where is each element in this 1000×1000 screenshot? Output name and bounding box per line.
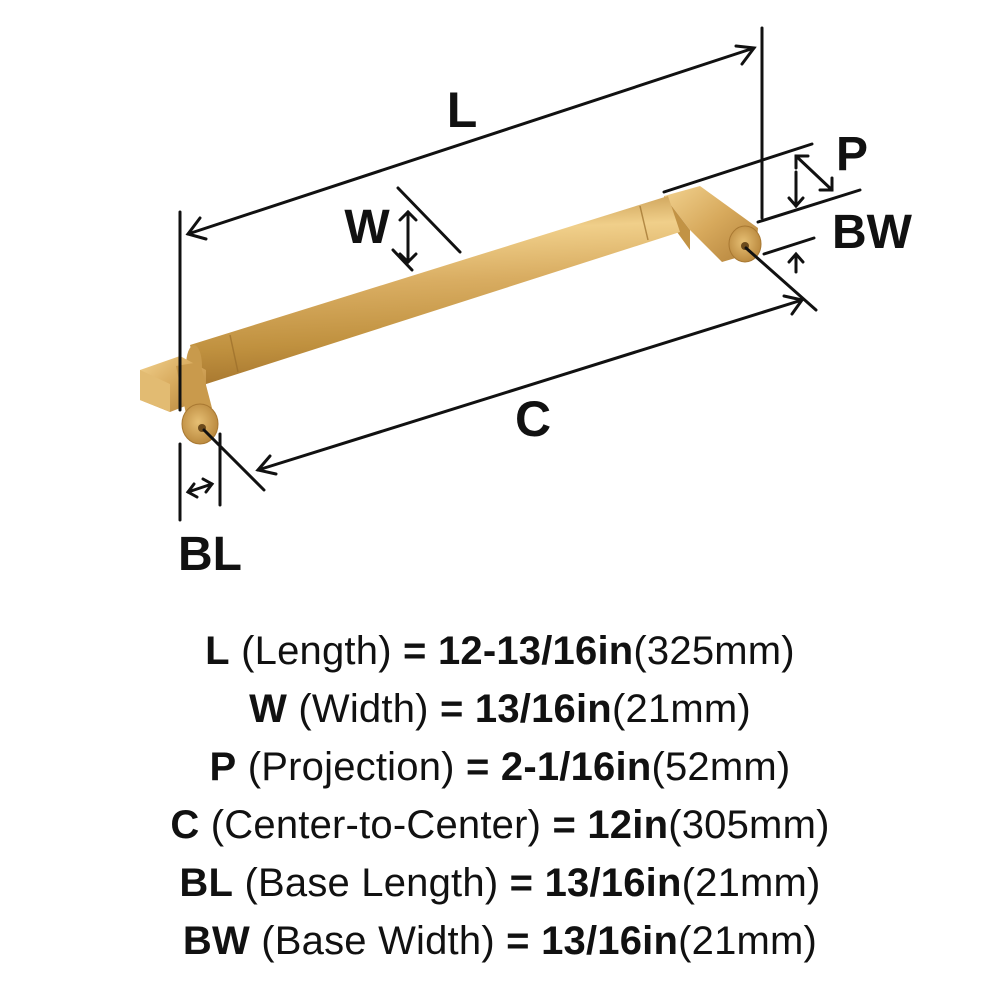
C-arrow-left-icon (255, 454, 278, 476)
label-C: C (515, 391, 551, 447)
P-extension-bottom (756, 188, 862, 224)
BW-arrow-up-icon (787, 251, 805, 264)
spec-abbr: BL (179, 861, 234, 905)
spec-imperial: 13/16in (541, 919, 679, 963)
spec-metric: (325mm) (633, 629, 795, 673)
C-dimension-line (256, 298, 804, 472)
cabinet-pull-image (140, 186, 762, 445)
spec-center-to-center: C (Center-to-Center) = 12in(305mm) (0, 796, 1000, 854)
spec-desc: (Base Width) (261, 919, 495, 963)
C-arrow-right-icon (782, 294, 805, 316)
P-arrow-upper-icon (794, 154, 810, 170)
spec-imperial: 2-1/16in (500, 745, 652, 789)
specifications-list: L (Length) = 12-13/16in(325mm) W (Width)… (0, 622, 1000, 970)
P-dimension-line (794, 154, 834, 192)
BW-extension (762, 236, 816, 256)
spec-equals: = (440, 687, 464, 731)
C-extension-right (744, 246, 818, 312)
BL-arrow-left-icon (185, 482, 199, 499)
right-post (664, 186, 762, 263)
BL-arrow-right-icon (201, 477, 215, 494)
spec-equals: = (552, 803, 577, 847)
P-arrow-lower-icon (818, 176, 834, 192)
spec-width: W (Width) = 13/16in(21mm) (0, 680, 1000, 738)
spec-imperial: 12in (587, 803, 669, 847)
L-arrow-right-icon (734, 44, 757, 66)
spec-abbr: W (249, 687, 288, 731)
spec-metric: (21mm) (681, 861, 821, 905)
spec-imperial: 13/16in (474, 687, 612, 731)
spec-base-length: BL (Base Length) = 13/16in(21mm) (0, 854, 1000, 912)
spec-abbr: L (205, 629, 230, 673)
spec-desc: (Base Length) (244, 861, 499, 905)
label-L: L (447, 82, 478, 138)
label-W: W (344, 201, 390, 254)
spec-length: L (Length) = 12-13/16in(325mm) (0, 622, 1000, 680)
label-BW: BW (832, 206, 913, 259)
dimension-diagram: L W P BW C BL (140, 26, 913, 581)
spec-metric: (21mm) (678, 919, 818, 963)
spec-abbr: BW (182, 919, 250, 963)
label-BL: BL (178, 528, 242, 581)
spec-equals: = (403, 629, 427, 673)
spec-metric: (21mm) (611, 687, 751, 731)
C-extension-left (202, 428, 266, 492)
L-dimension-line (186, 46, 756, 236)
spec-equals: = (509, 861, 534, 905)
spec-desc: (Width) (298, 687, 429, 731)
W-arrow-up-icon (398, 209, 418, 222)
spec-desc: (Length) (241, 629, 392, 673)
P-arrow-down-icon (787, 196, 805, 209)
spec-projection: P (Projection) = 2-1/16in(52mm) (0, 738, 1000, 796)
spec-imperial: 13/16in (544, 861, 682, 905)
left-base (140, 356, 219, 445)
W-arrow-down-icon (398, 252, 418, 265)
spec-equals: = (506, 919, 530, 963)
spec-equals: = (466, 745, 490, 789)
W-extension-bottom (391, 248, 414, 272)
spec-base-width: BW (Base Width) = 13/16in(21mm) (0, 912, 1000, 970)
spec-desc: (Center-to-Center) (210, 803, 542, 847)
W-extension-top (396, 186, 462, 254)
dimension-lines (178, 26, 862, 522)
spec-desc: (Projection) (247, 745, 455, 789)
spec-abbr: C (170, 803, 200, 847)
P-extension-top (662, 142, 814, 194)
BL-dimension-line (186, 482, 214, 494)
spec-abbr: P (209, 745, 237, 789)
spec-metric: (305mm) (668, 803, 830, 847)
L-arrow-left-icon (185, 216, 208, 241)
spec-metric: (52mm) (651, 745, 791, 789)
spec-imperial: 12-13/16in (437, 629, 634, 673)
label-P: P (836, 128, 868, 181)
